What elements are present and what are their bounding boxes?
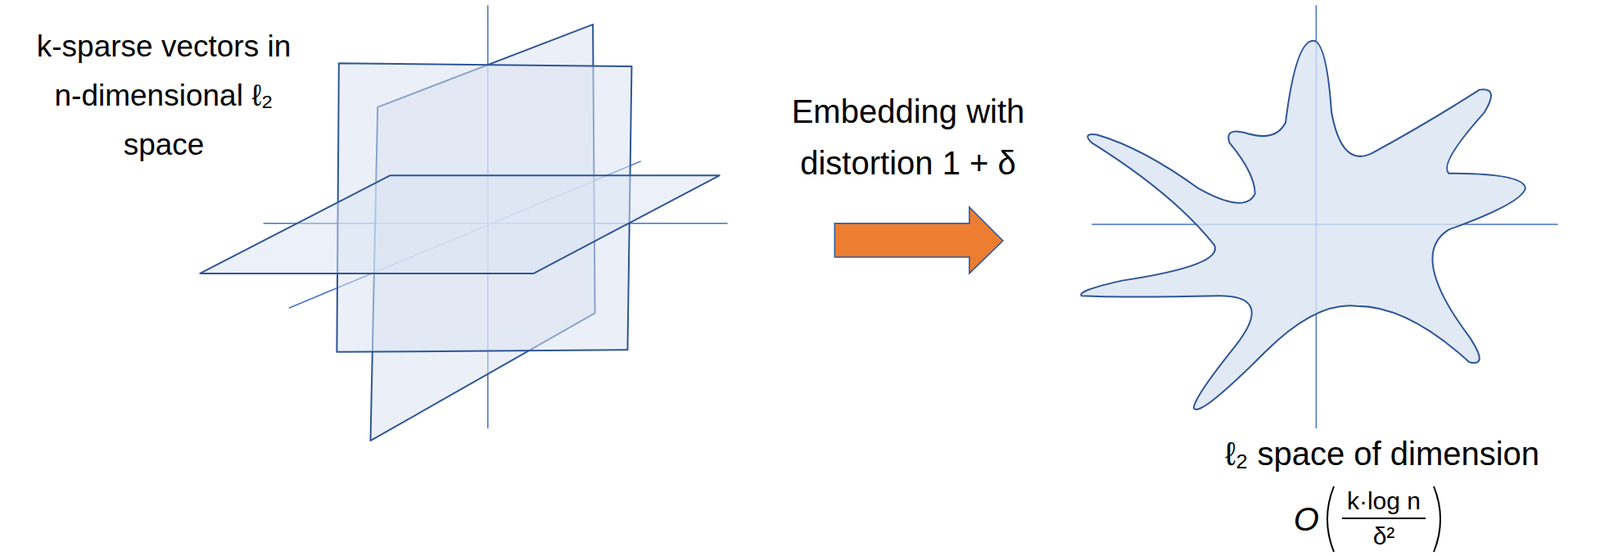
parenthesis	[1433, 486, 1441, 552]
formula-numerator: k·log n	[1346, 486, 1421, 516]
fraction-bar	[1342, 517, 1426, 520]
formula-denominator: δ²	[1373, 521, 1396, 552]
space-label: k-sparse vectors in n-dimensional ℓ₂ spa…	[20, 22, 308, 170]
target-label: ℓ₂ space of dimension	[1177, 433, 1587, 474]
embedding-arrow	[834, 207, 1004, 274]
formula-symbol: O	[1293, 500, 1320, 538]
parenthesis	[1327, 486, 1334, 552]
star-blob	[1080, 40, 1526, 410]
planes	[199, 24, 719, 441]
arrow-label: Embedding with distortion 1 + δ	[777, 85, 1040, 190]
